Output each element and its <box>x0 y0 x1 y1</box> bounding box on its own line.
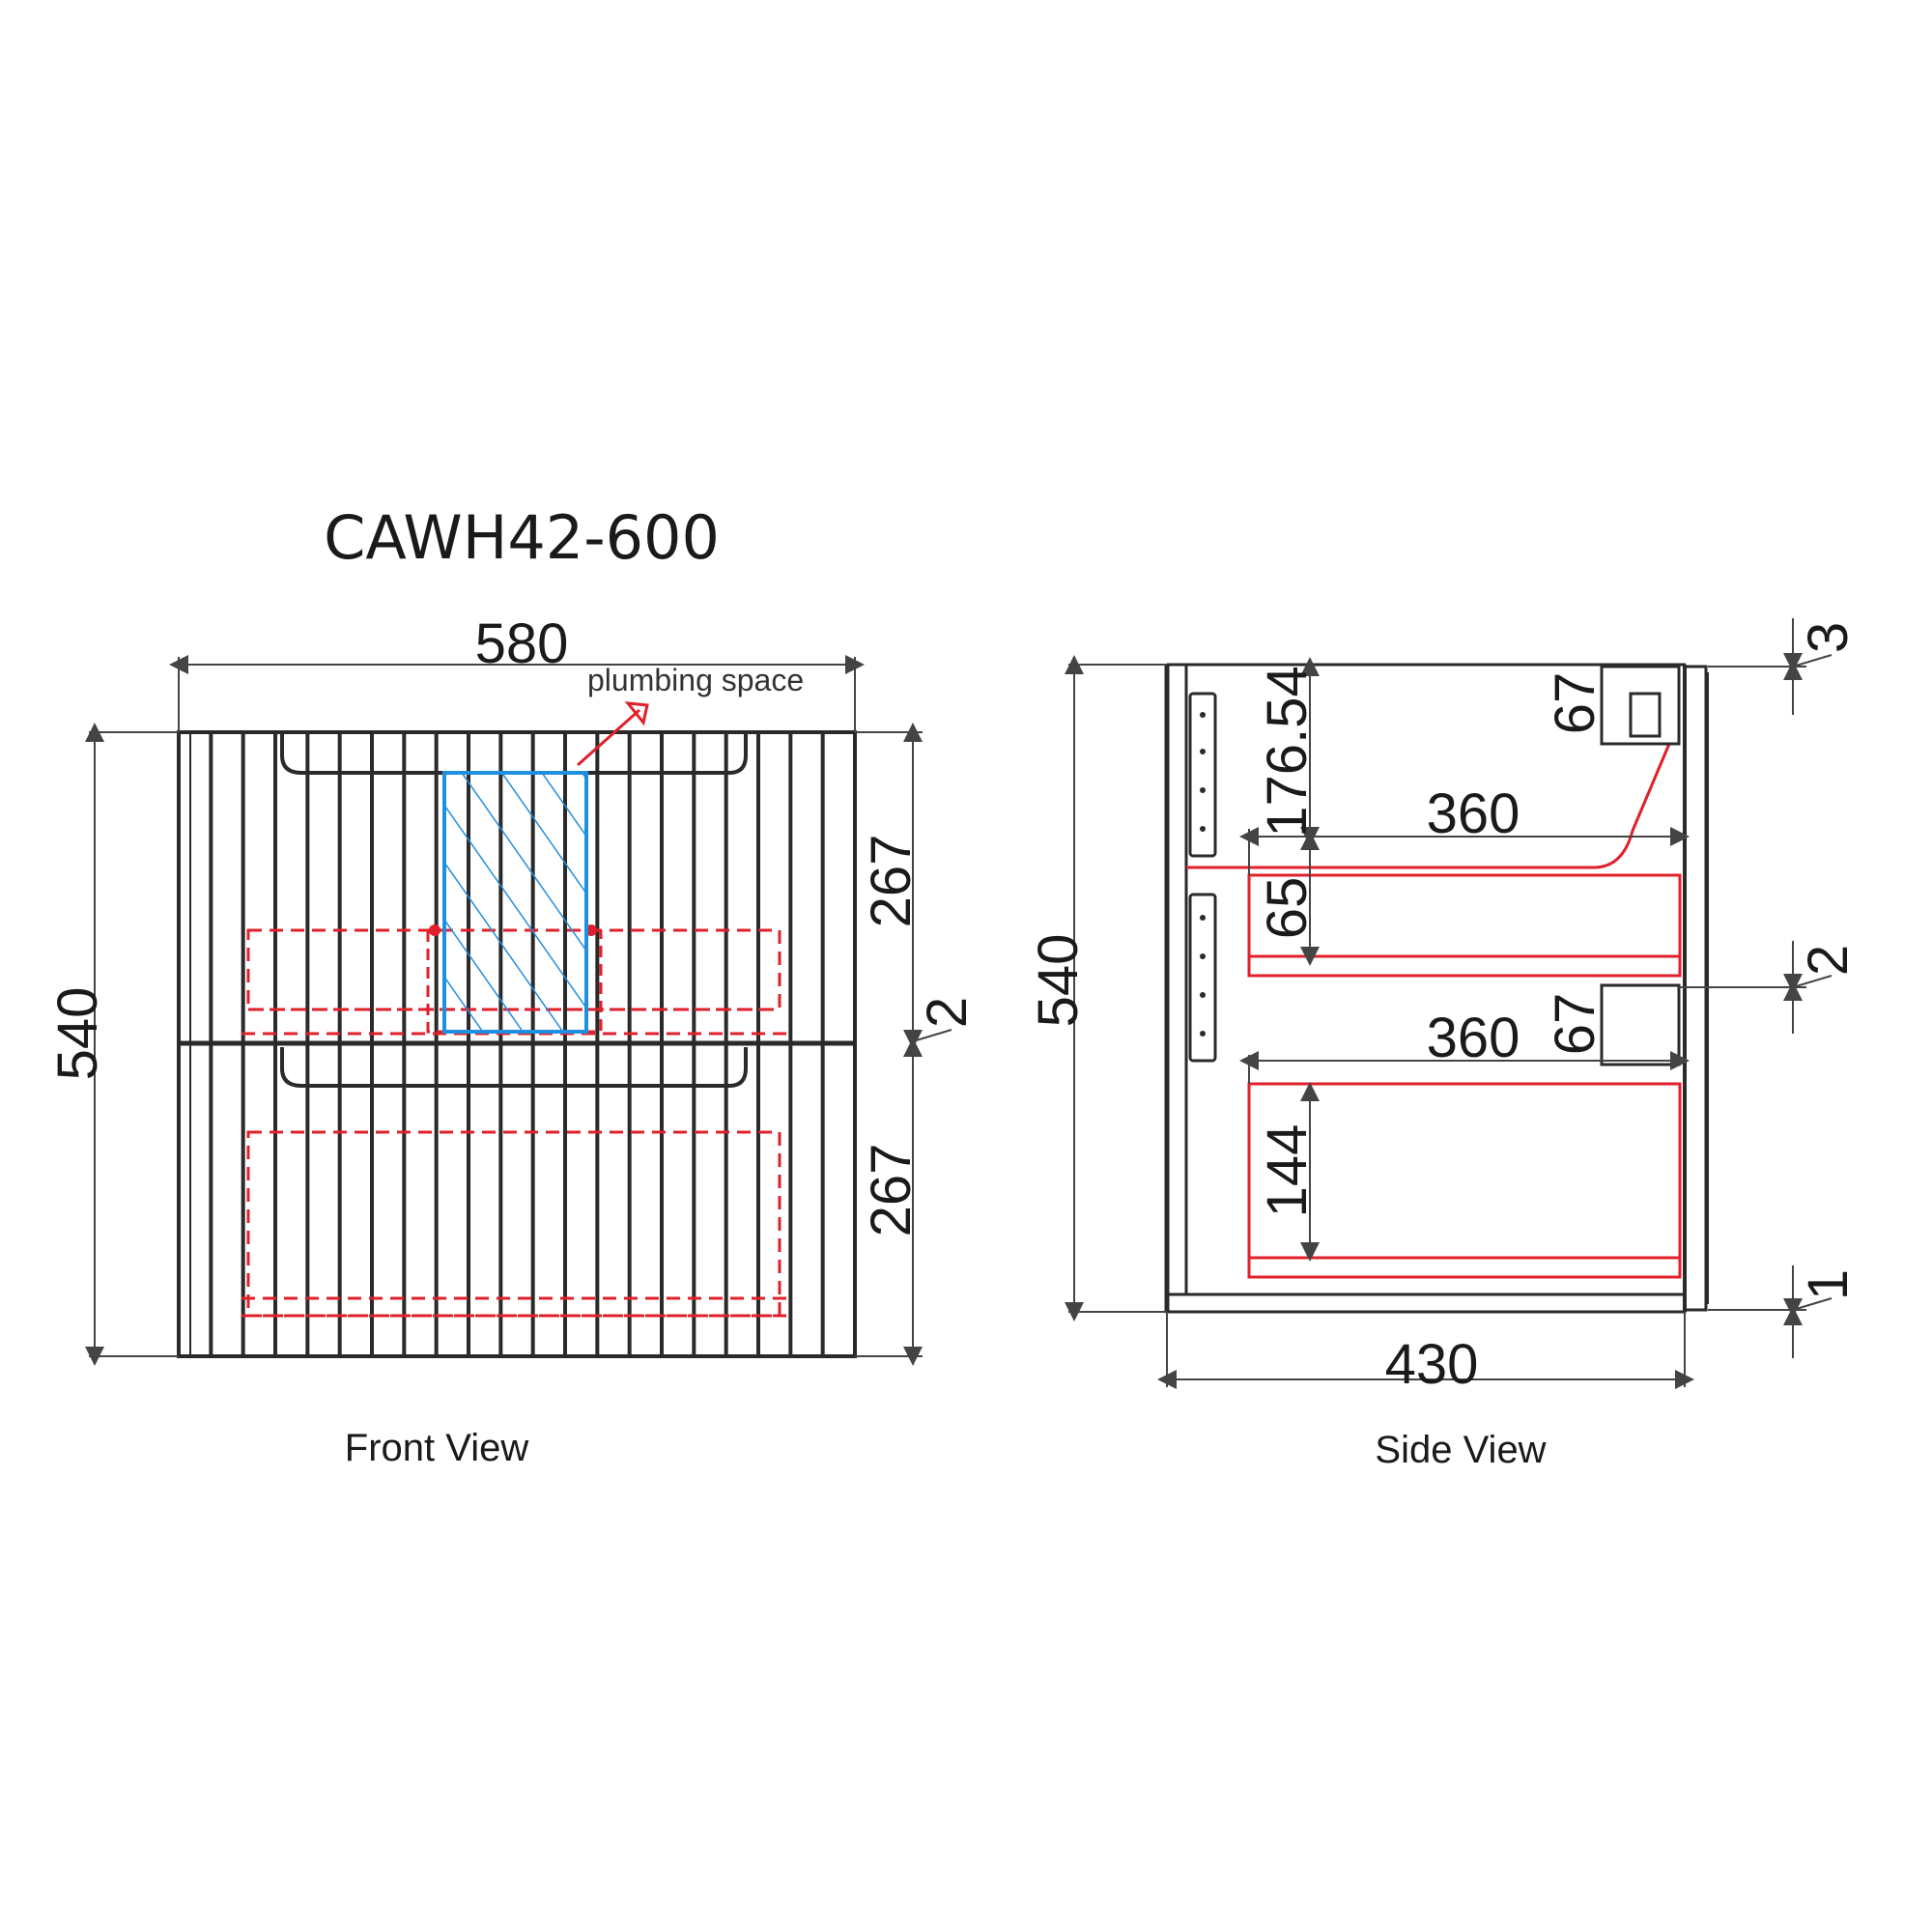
side-bottom-panel <box>1165 1293 1687 1314</box>
mount-screw-dots <box>1200 712 1206 1037</box>
front-width-label: 580 <box>475 612 569 675</box>
upper-drawer-height-label: 267 <box>860 835 923 928</box>
front-gap-label: 2 <box>916 997 979 1028</box>
lower-mount-rail <box>1188 893 1217 1063</box>
lower-drawer-depth-label: 360 <box>1427 1007 1520 1069</box>
plumbing-pointer-line <box>577 708 640 767</box>
upper-handle-recess <box>280 732 748 775</box>
upper-handle-profile <box>1600 665 1681 746</box>
lower-drawer-side-label: 144 <box>1256 1124 1319 1218</box>
lower-inner-drawer-dashed <box>242 1130 787 1318</box>
upper-mount-rail <box>1188 692 1217 858</box>
upper-handle-grip <box>1629 692 1662 738</box>
plumbing-pointer-arrow <box>624 701 649 726</box>
side-view-caption: Side View <box>1375 1429 1546 1471</box>
lower-handle-recess <box>280 1047 748 1088</box>
cutout-corner-dot <box>429 924 440 936</box>
side-depth-label: 430 <box>1385 1333 1479 1396</box>
front-view-caption: Front View <box>345 1427 529 1469</box>
lower-handle-profile <box>1600 983 1681 1066</box>
gap-leader-line <box>1792 975 1833 988</box>
model-title: CAWH42-600 <box>324 502 720 573</box>
lower-drawer-box <box>1247 1082 1682 1279</box>
plumbing-space-area <box>442 771 588 1034</box>
gap-leader-line <box>1792 654 1833 668</box>
mid-gap-label: 2 <box>1797 945 1860 976</box>
lower-drawer-height-label: 267 <box>860 1144 923 1237</box>
gap-leader-line <box>1792 1297 1833 1311</box>
gap-leader-line <box>912 1029 952 1042</box>
side-view: 540 430 360 360 176.54 65 144 67 67 3 <box>1027 618 1860 1471</box>
plumbing-space-label: plumbing space <box>587 663 804 697</box>
upper-drawer-side-label: 65 <box>1256 877 1319 940</box>
top-gap-label: 3 <box>1797 622 1860 653</box>
upper-drawer-depth-label: 360 <box>1427 782 1520 845</box>
upper-handle-label: 67 <box>1544 672 1606 735</box>
side-height-label: 540 <box>1027 934 1090 1028</box>
front-view: plumbing space 580 540 267 267 2 Front V… <box>46 612 979 1469</box>
upper-drawer-box <box>1247 873 1682 978</box>
upper-offset-label: 176.54 <box>1256 666 1319 837</box>
lower-handle-label: 67 <box>1544 993 1606 1056</box>
front-height-label: 540 <box>46 987 109 1081</box>
bottom-gap-label: 1 <box>1797 1269 1860 1300</box>
